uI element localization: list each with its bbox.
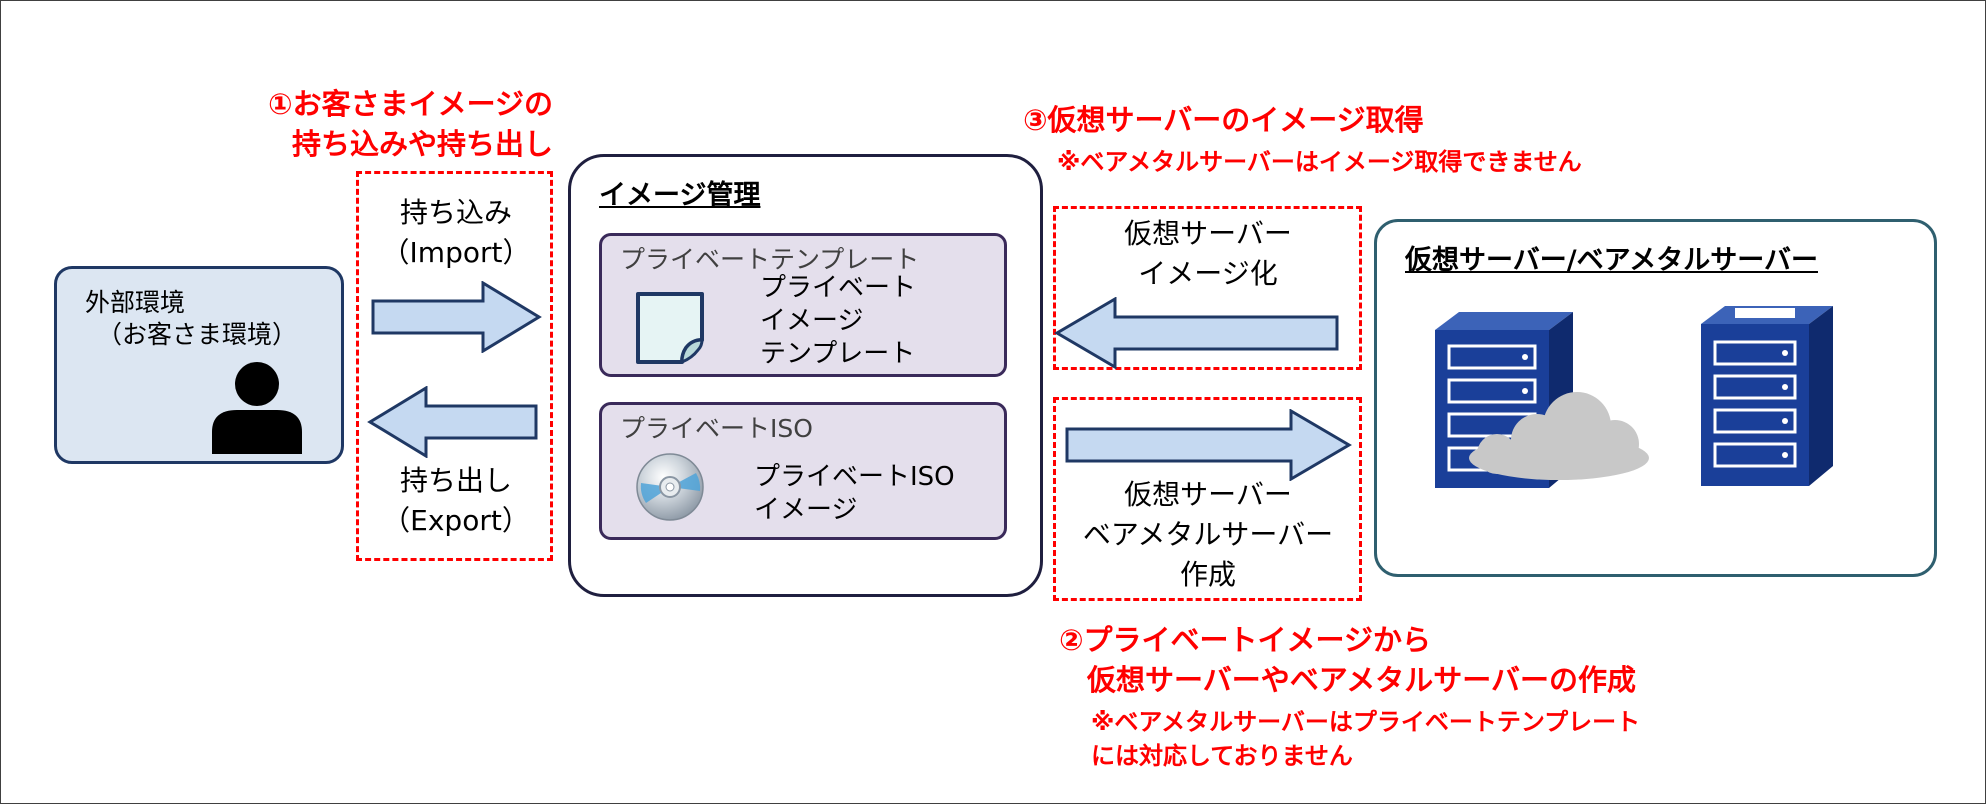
annotation-create-note: ※ベアメタルサーバーはプライベートテンプレート には対応しておりません — [1091, 705, 1640, 773]
image-management-title: イメージ管理 — [599, 180, 761, 211]
image-management-box: イメージ管理 プライベートテンプレート プライベート イメージ テンプレート プ… — [568, 154, 1043, 597]
annotation-image-capture: ③仮想サーバーのイメージ取得 — [1023, 103, 1424, 137]
person-icon — [212, 362, 302, 454]
private-iso-body-line1: プライベートISO — [754, 462, 955, 492]
create-label: 仮想サーバー ベアメタルサーバー 作成 — [1063, 475, 1353, 595]
private-iso-body: プライベートISO イメージ — [754, 461, 955, 527]
annotation-image-capture-note: ※ベアメタルサーバーはイメージ取得できません — [1057, 148, 1582, 176]
import-label-line1: 持ち込み — [399, 196, 512, 229]
import-arrow — [371, 281, 542, 353]
private-iso-box: プライベートISO プライベートISO イメージ — [599, 402, 1007, 540]
annotation-import-export: ①お客さまイメージの 持ち込みや持ち出し — [201, 84, 553, 164]
customer-environment-label: （お客さま環境） — [97, 320, 298, 349]
create-label-line1: 仮想サーバー — [1124, 478, 1292, 511]
create-label-line2: ベアメタルサーバー — [1082, 518, 1334, 551]
annotation-import-export-line2: 持ち込みや持ち出し — [291, 127, 553, 161]
export-arrow — [367, 386, 538, 458]
create-label-line3: 作成 — [1179, 558, 1236, 591]
annotation-create-note-line2: には対応しておりません — [1091, 742, 1353, 770]
private-template-body-line3: テンプレート — [760, 339, 916, 369]
imaging-arrow — [1054, 297, 1339, 369]
private-template-body: プライベート イメージ テンプレート — [760, 272, 916, 371]
imaging-label-line1: 仮想サーバー — [1124, 217, 1292, 250]
cloud-icon — [1469, 392, 1649, 480]
servers-box: 仮想サーバー/ベアメタルサーバー — [1374, 219, 1937, 577]
virtual-server-icon — [1435, 312, 1649, 488]
export-label-line2: （Export） — [382, 504, 530, 537]
private-template-body-line1: プライベート — [760, 273, 917, 303]
external-environment-label: 外部環境 — [85, 288, 186, 317]
create-arrow — [1065, 409, 1352, 481]
create-group — [1053, 397, 1362, 601]
private-template-box: プライベートテンプレート プライベート イメージ テンプレート — [599, 233, 1007, 377]
import-export-group — [356, 171, 553, 561]
baremetal-server-icon — [1701, 306, 1833, 486]
private-template-title: プライベートテンプレート — [620, 245, 920, 274]
private-template-body-line2: イメージ — [760, 306, 864, 336]
document-icon — [636, 292, 704, 364]
imaging-group — [1053, 206, 1362, 370]
import-label: 持ち込み （Import） — [371, 193, 541, 273]
private-iso-title: プライベートISO — [620, 414, 813, 443]
export-label: 持ち出し （Export） — [371, 461, 541, 541]
disc-icon — [636, 453, 704, 521]
imaging-label: 仮想サーバー イメージ化 — [1063, 214, 1353, 294]
imaging-label-line2: イメージ化 — [1138, 257, 1278, 290]
annotation-create-from-image-line2: 仮想サーバーやベアメタルサーバーの作成 — [1087, 663, 1636, 697]
annotation-create-note-line1: ※ベアメタルサーバーはプライベートテンプレート — [1091, 708, 1641, 736]
annotation-create-from-image: ②プライベートイメージから — [1059, 623, 1431, 657]
annotation-import-export-line1: ①お客さまイメージの — [268, 87, 553, 121]
import-label-line2: （Import） — [381, 236, 531, 269]
export-label-line1: 持ち出し — [399, 464, 512, 497]
servers-title: 仮想サーバー/ベアメタルサーバー — [1405, 245, 1818, 276]
private-iso-body-line2: イメージ — [754, 495, 858, 525]
external-environment-box: 外部環境 （お客さま環境） — [54, 266, 344, 464]
